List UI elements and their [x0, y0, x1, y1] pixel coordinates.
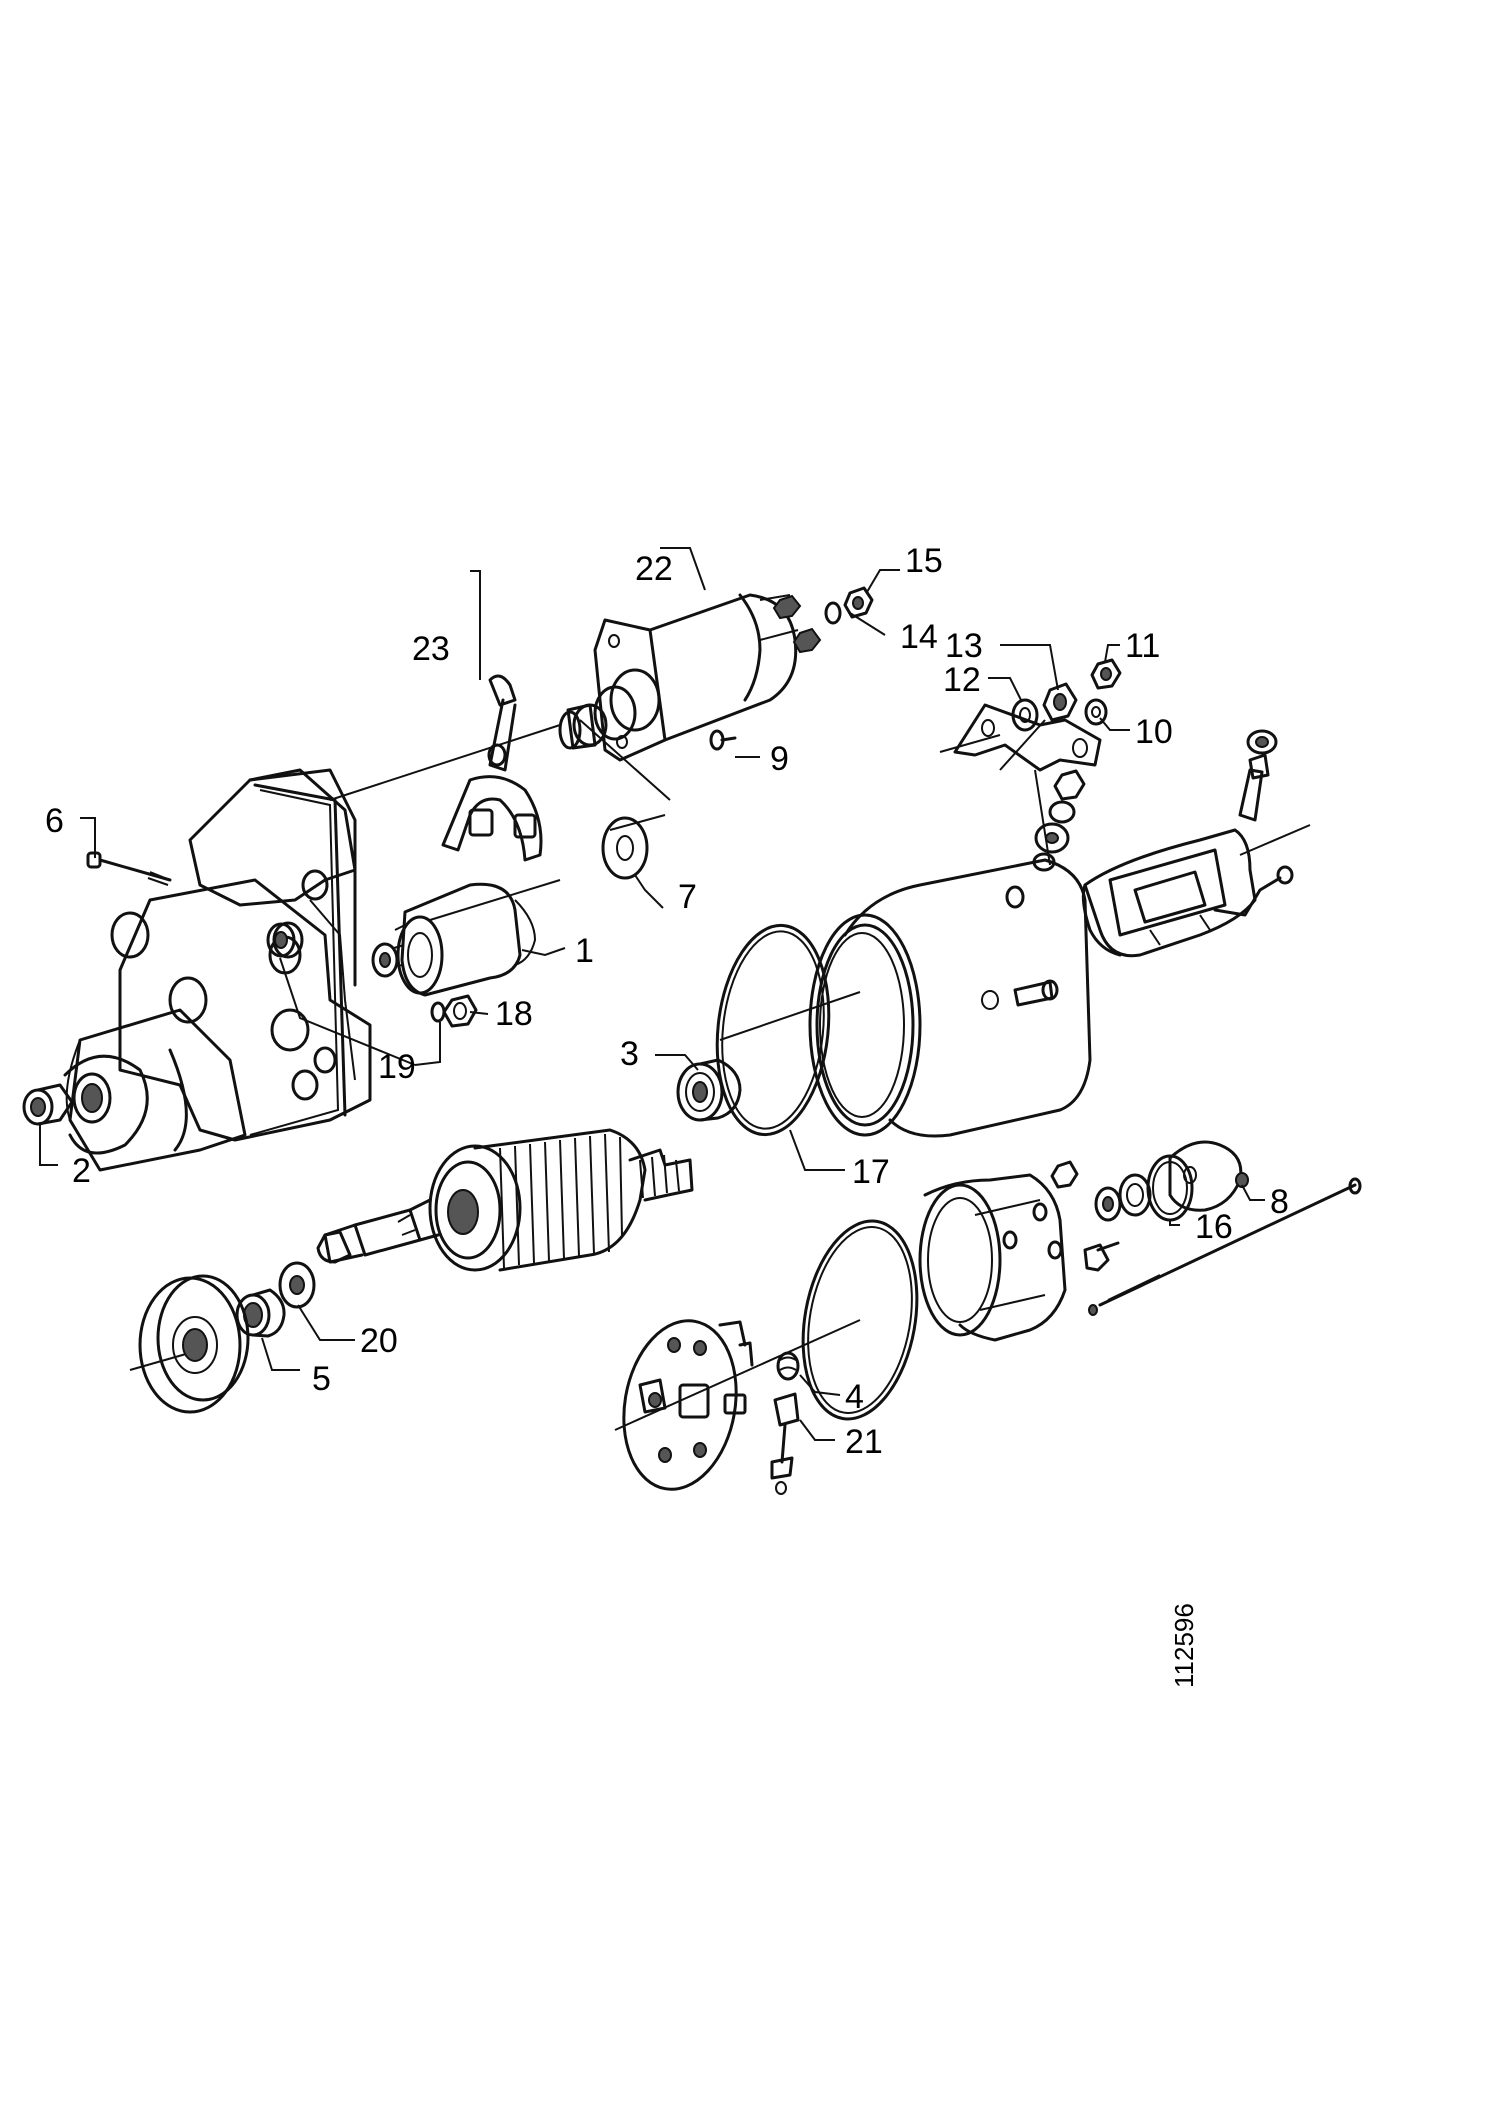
long-through-bolt	[1088, 1177, 1362, 1316]
terminal-stack	[1032, 769, 1086, 872]
commutator-end-housing	[918, 1173, 1067, 1342]
callout-15: 15	[905, 542, 943, 580]
leader-lines	[39, 547, 1265, 1441]
washer-14	[824, 601, 842, 625]
callout-9: 9	[770, 740, 789, 778]
drawing-number: 112596	[1169, 1603, 1199, 1688]
washer-near-pinion	[371, 942, 399, 978]
field-yoke	[808, 858, 1092, 1138]
nut-18	[430, 994, 478, 1028]
shift-lever-23	[441, 674, 543, 862]
pivot-bolt-19	[266, 922, 296, 958]
end-plate-left	[138, 1274, 250, 1414]
nut-11	[1090, 658, 1122, 690]
washer-10	[1084, 698, 1108, 726]
nut-15	[843, 586, 874, 619]
terminal-stud	[1083, 1241, 1120, 1272]
end-cap-plate	[1168, 1140, 1243, 1212]
callout-22: 22	[635, 550, 673, 588]
callout-18: 18	[495, 995, 533, 1033]
washer-12	[1011, 698, 1039, 732]
callout-labels: 1 2 3 4 5 6 7 8 9 10 11 12 13 14 15 16 1…	[45, 542, 1289, 1461]
cap-screw-upper	[1050, 1160, 1079, 1189]
screw-9	[709, 729, 737, 751]
bushing-2	[22, 1083, 74, 1126]
callout-14: 14	[900, 618, 938, 656]
callout-3: 3	[620, 1035, 639, 1073]
callout-23: 23	[412, 630, 450, 668]
o-ring-17	[715, 923, 831, 1137]
callout-20: 20	[360, 1322, 398, 1360]
callout-17: 17	[852, 1153, 890, 1191]
callout-21: 21	[845, 1423, 883, 1461]
callout-10: 10	[1135, 713, 1173, 751]
drive-end-housing	[63, 768, 372, 1172]
callout-5: 5	[312, 1360, 331, 1398]
bearing-3	[676, 1058, 742, 1122]
callout-12: 12	[943, 661, 981, 699]
washer-cap	[1118, 1173, 1152, 1217]
brush-plate	[622, 1319, 754, 1491]
washer-20	[278, 1261, 316, 1309]
callout-4: 4	[845, 1378, 864, 1416]
callout-13: 13	[945, 627, 983, 665]
callout-1: 1	[575, 932, 594, 970]
washer-cap-2	[1094, 1186, 1122, 1222]
callout-2: 2	[72, 1152, 91, 1190]
callout-11: 11	[1125, 627, 1160, 665]
bearing-5	[235, 1288, 286, 1338]
through-bolt-6	[86, 851, 172, 886]
brush-21	[770, 1392, 800, 1495]
drive-pinion-1	[393, 882, 537, 997]
terminal-bracket	[953, 703, 1102, 772]
brush-spring-4	[776, 1351, 800, 1381]
washer-7	[601, 816, 649, 880]
callout-7: 7	[678, 878, 697, 916]
callout-6: 6	[45, 802, 64, 840]
nut-13	[1042, 682, 1078, 722]
callout-19: 19	[378, 1048, 416, 1086]
spacer-pin	[316, 1230, 352, 1264]
solenoid-22	[558, 593, 822, 762]
armature	[323, 1128, 694, 1272]
screw-8	[1235, 1172, 1249, 1188]
callout-8: 8	[1270, 1183, 1289, 1221]
o-ring-commutator	[801, 1219, 919, 1421]
callout-16: 16	[1195, 1208, 1233, 1246]
field-coil	[1081, 729, 1294, 958]
